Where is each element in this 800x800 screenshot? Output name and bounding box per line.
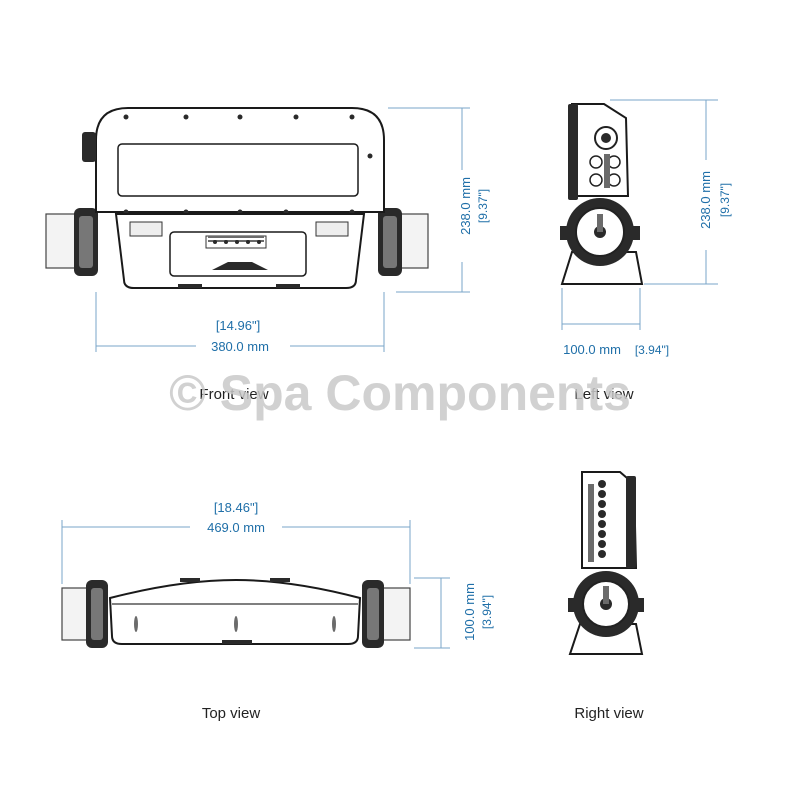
- left-view-caption: Left view: [574, 386, 633, 403]
- top-view-caption: Top view: [202, 705, 261, 722]
- front-view-caption: Front view: [199, 386, 268, 403]
- left-height-inches: [9.37"]: [718, 183, 732, 217]
- top-width-inches: [18.46"]: [214, 500, 258, 515]
- front-view-dimensions: [95, 107, 470, 352]
- top-depth-mm: 100.0 mm: [462, 583, 477, 641]
- front-height-inches: [9.37"]: [476, 189, 490, 223]
- top-width-mm: 469.0 mm: [207, 520, 265, 535]
- top-depth-inches: [3.94"]: [480, 595, 494, 629]
- left-view-dimensions: [561, 99, 718, 330]
- right-view-caption: Right view: [574, 705, 643, 722]
- left-depth-mm: 100.0 mm: [563, 342, 621, 357]
- front-view-drawing: [45, 107, 429, 289]
- watermark: © Spa Components: [169, 365, 631, 421]
- front-width-inches: [14.96"]: [216, 318, 260, 333]
- front-width-mm: 380.0 mm: [211, 339, 269, 354]
- top-view-dimensions: [61, 520, 450, 649]
- left-height-mm: 238.0 mm: [698, 171, 713, 229]
- front-height-mm: 238.0 mm: [458, 177, 473, 235]
- right-view-drawing: [568, 471, 644, 655]
- top-view-drawing: [61, 578, 411, 648]
- left-depth-inches: [3.94"]: [635, 343, 669, 357]
- left-view-drawing: [560, 103, 644, 285]
